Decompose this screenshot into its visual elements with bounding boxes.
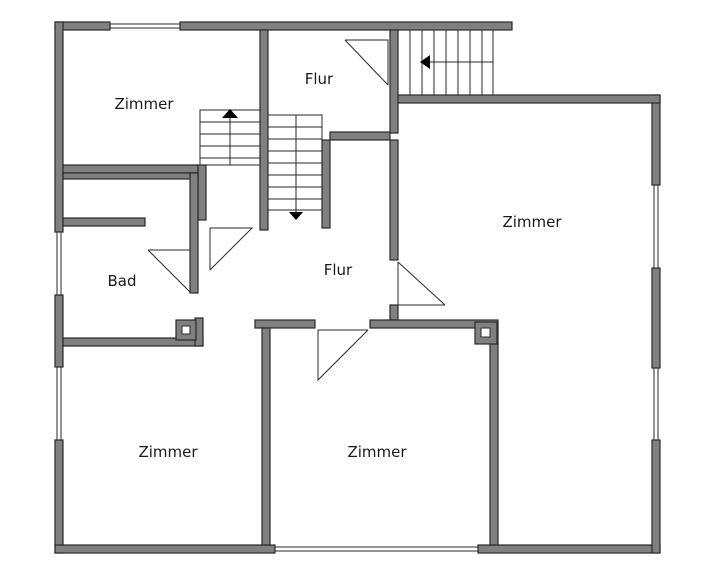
room-label-zimmer-bottom-center: Zimmer: [347, 443, 407, 461]
room-label-flur-center: Flur: [324, 261, 353, 279]
outer-walls: [54, 21, 661, 554]
arrow-left-icon: [420, 55, 430, 69]
doors: [147, 39, 446, 382]
room-label-flur-top: Flur: [305, 70, 334, 88]
stair-left: [199, 109, 261, 166]
stair-top-right: [397, 29, 494, 96]
stair-center: [267, 114, 323, 220]
room-label-zimmer-bottom-left: Zimmer: [138, 443, 198, 461]
room-label-zimmer-top-left: Zimmer: [114, 95, 174, 113]
windows: [56, 23, 659, 552]
arrow-up-icon: [222, 109, 238, 118]
arrow-down-icon: [289, 212, 303, 220]
room-label-bad: Bad: [107, 272, 136, 290]
interior-walls: [62, 29, 499, 546]
room-label-zimmer-right: Zimmer: [502, 213, 562, 231]
